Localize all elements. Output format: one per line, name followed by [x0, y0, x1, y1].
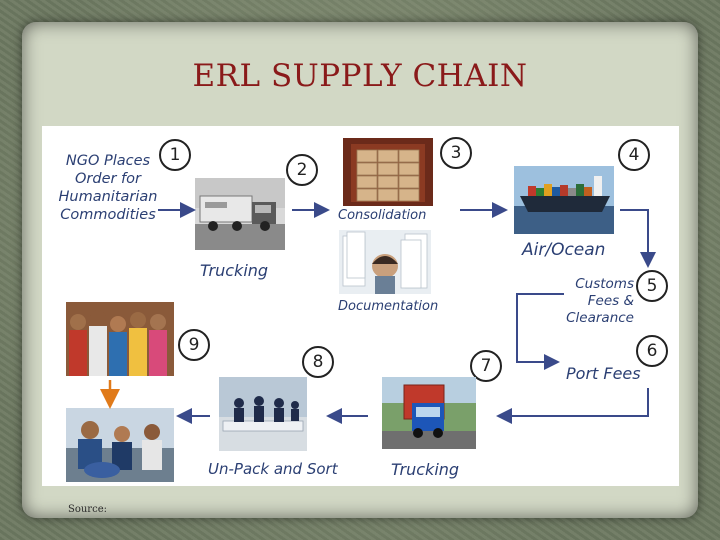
step-8-label: Un-Pack and Sort [208, 460, 338, 478]
paperwork-photo [339, 230, 431, 294]
step-6-number: 6 [636, 335, 668, 367]
step-7-label: Trucking [391, 460, 460, 479]
step-1-line-1: NGO Places [65, 153, 151, 169]
cargo-ship-photo [514, 166, 614, 234]
step-1-line-3: Humanitarian [58, 189, 158, 205]
blue-truck-photo [382, 377, 476, 449]
source-label: Source: [68, 504, 107, 515]
step-4-number: 4 [618, 139, 650, 171]
step-5-line-2: Fees & [587, 293, 634, 309]
step-6-label: Port Fees [566, 364, 641, 383]
arrow-4-to-5 [620, 209, 656, 268]
step-3-number: 3 [440, 137, 472, 169]
step-7-number: 7 [470, 350, 502, 382]
step-1-number: 1 [159, 139, 191, 171]
step-5-label: Customs Fees & Clearance [564, 276, 634, 327]
supply-chain-diagram: NGO Places Order for Humanitarian Commod… [42, 126, 679, 486]
sorting-photo [219, 377, 307, 451]
step-2-number: 2 [286, 154, 318, 186]
distribution-photo [66, 408, 174, 482]
step-5-line-3: Clearance [566, 310, 634, 326]
step-5-number: 5 [636, 270, 668, 302]
step-1-line-2: Order for [74, 171, 141, 187]
step-4-label: Air/Ocean [522, 240, 606, 260]
arrow-6-to-7 [496, 388, 649, 424]
step-3-label: Consolidation [338, 208, 427, 223]
step-9-number: 9 [178, 329, 210, 361]
boxes-photo [343, 138, 433, 206]
step-2-label: Trucking [200, 261, 269, 280]
bracket-5-to-6 [516, 293, 564, 370]
truck-photo [195, 178, 285, 250]
slide-title: ERL SUPPLY CHAIN [192, 58, 528, 94]
step-8-number: 8 [302, 346, 334, 378]
crowd-photo [66, 302, 174, 376]
flow-arrows [100, 202, 656, 424]
step-1-label: NGO Places Order for Humanitarian Commod… [48, 152, 168, 224]
step-5-line-1: Customs [575, 276, 634, 292]
step-3-secondary-label: Documentation [338, 299, 439, 314]
step-1-line-4: Commodities [60, 207, 156, 223]
